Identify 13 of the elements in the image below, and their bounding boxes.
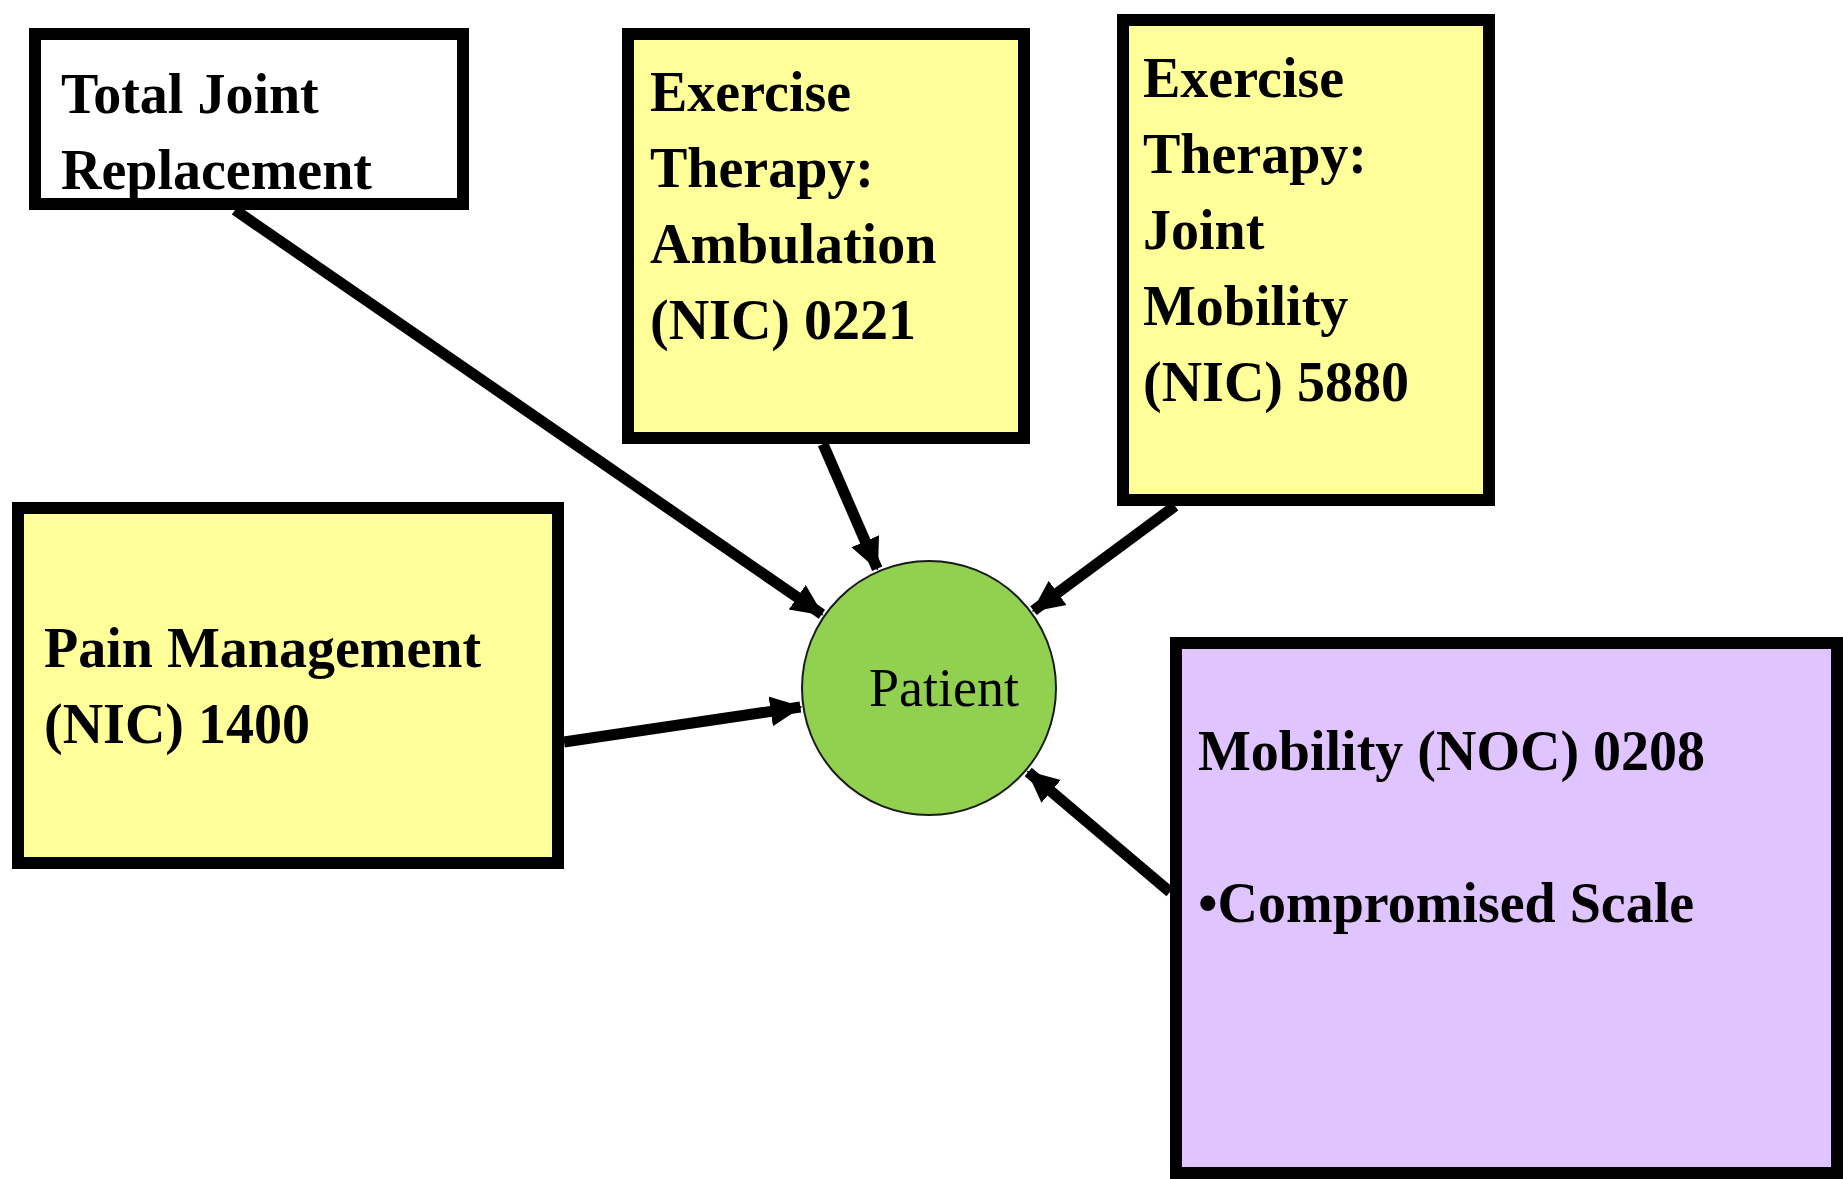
node-label: Pain Management (NIC) 1400 bbox=[44, 615, 483, 757]
node-label: Mobility (NOC) 0208 bbox=[1198, 719, 1707, 784]
node-label: Exercise Therapy: Joint Mobility (NIC) 5880 bbox=[1143, 46, 1410, 415]
arrow bbox=[563, 696, 803, 748]
intervention-box bbox=[1117, 14, 1495, 506]
intervention-box bbox=[12, 502, 564, 869]
node-label: Exercise Therapy: Ambulation (NIC) 0221 bbox=[650, 60, 938, 353]
outcome-box bbox=[1170, 637, 1843, 1179]
node-note: •Compromised Scale bbox=[1198, 871, 1696, 936]
process-box bbox=[29, 28, 469, 210]
node-label: Total Joint Replacement bbox=[61, 62, 373, 203]
intervention-box bbox=[622, 28, 1030, 444]
node-label: Patient bbox=[869, 657, 1019, 719]
